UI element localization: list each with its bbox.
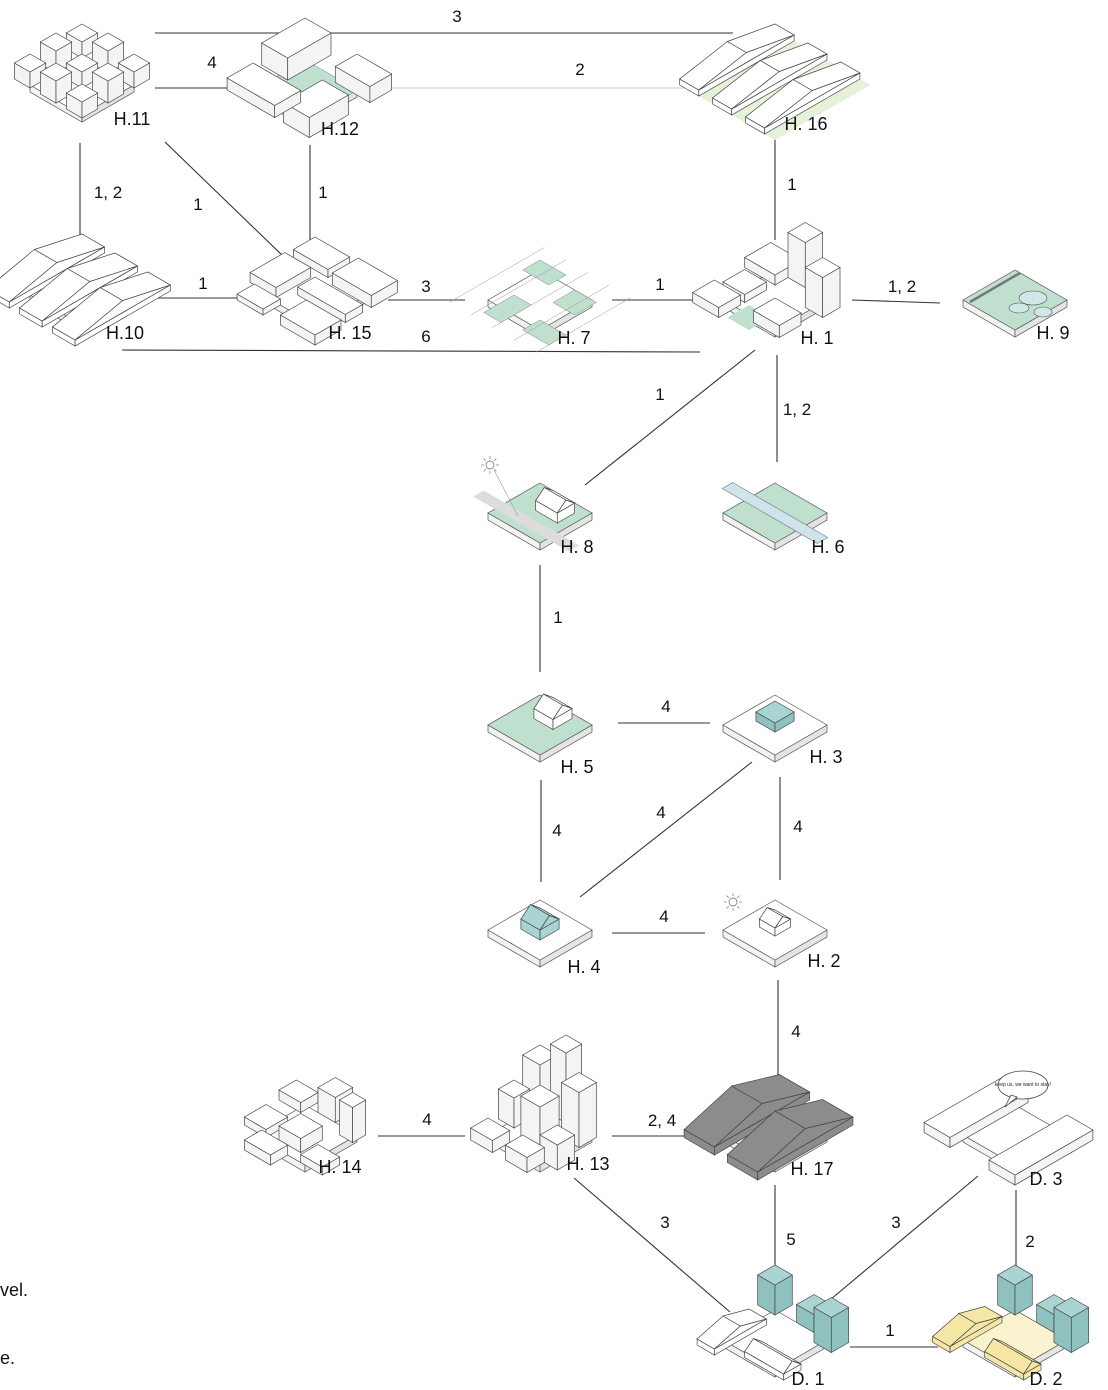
model-h11 [13, 23, 151, 123]
model-d3: keep us, we want to stay! [923, 1070, 1094, 1186]
model-h9 [962, 269, 1068, 338]
edge-label: 2 [1025, 1232, 1034, 1251]
model-h16 [678, 23, 871, 140]
edge-label: 4 [552, 821, 561, 840]
model-h10 [0, 233, 172, 347]
model-h4 [487, 899, 593, 968]
tiles-layer: keep us, we want to stay! [0, 17, 1094, 1381]
model-h2 [722, 893, 828, 968]
edge-label: 4 [793, 817, 802, 836]
model-h5 [487, 693, 593, 763]
node-label-h1: H. 1 [800, 328, 833, 348]
node-label-h5: H. 5 [560, 757, 593, 777]
node-label-h17: H. 17 [790, 1159, 833, 1179]
node-label-h11: H.11 [114, 109, 151, 129]
edge-label: 1 [198, 274, 207, 293]
edge-label: 4 [656, 803, 665, 822]
cut-off-note-1: vel. [0, 1280, 29, 1300]
node-label-h4: H. 4 [567, 957, 600, 977]
edge-label: 1 [655, 275, 664, 294]
edge-label: 5 [786, 1230, 795, 1249]
node-label-d3: D. 3 [1029, 1169, 1062, 1189]
model-d1 [696, 1264, 850, 1381]
edge-label: 2, 4 [648, 1111, 676, 1130]
edge-label: 1 [553, 608, 562, 627]
node-label-h12: H.12 [321, 119, 359, 139]
node-label-h15: H. 15 [328, 323, 371, 343]
node-label-h13: H. 13 [566, 1154, 609, 1174]
node-label-h14: H. 14 [318, 1157, 361, 1177]
edge-label: 1 [885, 1321, 894, 1340]
edge-label: 1, 2 [94, 183, 122, 202]
edge-h13-d1 [573, 1177, 731, 1313]
model-h7 [448, 247, 632, 353]
node-label-h7: H. 7 [557, 328, 590, 348]
edge-label: 4 [659, 907, 668, 926]
edge-h10-h1 [121, 349, 701, 353]
node-label-h2: H. 2 [807, 951, 840, 971]
edges-layer: 3 4 2 1, 2 1 1 1 1 3 1 1, 2 6 1 1, 2 1 4 4 4 4 4 4 4 2, 4 3 5 3 2 1 [79, 7, 1035, 1348]
edge-h11-h15 [164, 141, 286, 259]
edge-label: 3 [452, 7, 461, 26]
edge-label: 1 [318, 183, 327, 202]
model-h8 [473, 456, 593, 552]
model-d2 [928, 1264, 1090, 1381]
node-label-h8: H. 8 [560, 537, 593, 557]
edge-label: 4 [207, 53, 216, 72]
edge-label: 3 [421, 277, 430, 296]
model-h12 [226, 17, 393, 139]
edge-label: 4 [661, 697, 670, 716]
node-label-h9: H. 9 [1036, 323, 1069, 343]
model-h3 [722, 694, 828, 763]
edge-label: 2 [575, 60, 584, 79]
model-h13 [469, 1034, 597, 1174]
edge-h3-h4 [579, 761, 753, 898]
edge-label: 1 [193, 195, 202, 214]
model-h6 [721, 482, 829, 551]
edge-h1-h8 [584, 349, 756, 486]
node-label-d1: D. 1 [791, 1369, 824, 1389]
edge-label: 1, 2 [888, 277, 916, 296]
edge-label: 3 [660, 1213, 669, 1232]
model-h15 [236, 236, 399, 346]
model-h14 [243, 1077, 367, 1176]
node-label-d2: D. 2 [1029, 1369, 1062, 1389]
edge-label: 6 [421, 327, 430, 346]
speech-bubble-text: keep us, we want to stay! [995, 1082, 1051, 1088]
edge-label: 4 [791, 1022, 800, 1041]
edge-d3-d1 [811, 1175, 979, 1316]
node-label-h6: H. 6 [811, 537, 844, 557]
edge-label: 1 [787, 175, 796, 194]
model-h1 [691, 222, 841, 339]
edge-label: 1, 2 [783, 400, 811, 419]
node-label-h10: H.10 [106, 323, 144, 343]
edge-label: 1 [655, 385, 664, 404]
edge-label: 3 [891, 1213, 900, 1232]
edge-h1-h9 [851, 299, 941, 304]
cut-off-note-2: e. [0, 1348, 16, 1368]
edge-label: 4 [422, 1110, 431, 1129]
node-label-h3: H. 3 [809, 747, 842, 767]
node-label-h16: H. 16 [784, 114, 827, 134]
model-h17 [683, 1074, 854, 1181]
